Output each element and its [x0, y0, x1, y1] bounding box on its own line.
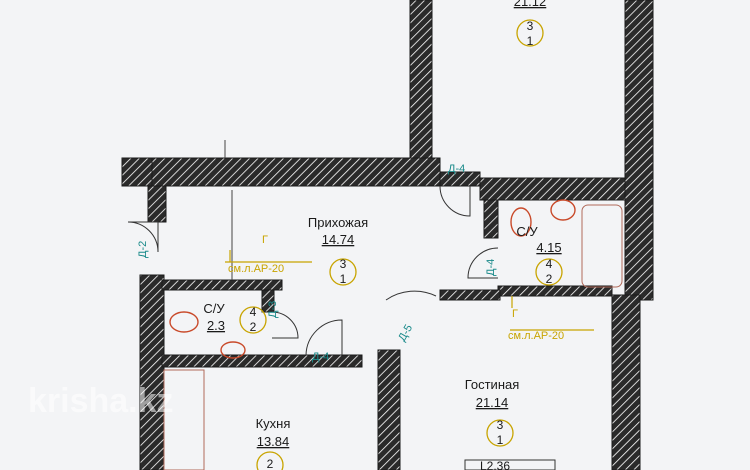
door-swings [127, 185, 499, 356]
living-code-top: 3 [497, 418, 504, 432]
room-circles [239, 19, 563, 470]
wc-big-area: 4.15 [536, 240, 561, 255]
wall-right-lower [611, 294, 641, 470]
wall-kitchen-right [377, 349, 401, 470]
wc-small-area: 2.3 [207, 318, 225, 333]
wc-big-code-bottom: 2 [546, 272, 553, 286]
wall-partition-mid [439, 171, 481, 187]
living-name: Гостиная [465, 377, 520, 392]
wall-left-small [147, 185, 167, 223]
marker-g2: Г [512, 308, 518, 320]
walls [121, 0, 654, 470]
door-d4b: Д-4 [485, 259, 497, 276]
hall-name: Прихожая [308, 215, 368, 230]
sink-small [220, 341, 246, 359]
top-room-code-top: 3 [527, 19, 534, 33]
wall-top-room-left [409, 0, 433, 173]
door-d4a: Д-4 [448, 163, 465, 175]
wall-hall-top [121, 157, 441, 187]
wc-big-name: С/У [516, 224, 538, 239]
toilet-small [169, 311, 199, 333]
top-room-area: 21.12 [514, 0, 547, 9]
wall-living-top-left [439, 289, 501, 301]
door-d4c: Д-4 [312, 351, 329, 363]
watermark: krisha.kz [28, 382, 174, 420]
hall-area: 14.74 [322, 232, 355, 247]
bathtub [581, 204, 623, 288]
hall-code-bottom: 1 [340, 272, 347, 286]
kitchen-area: 13.84 [257, 434, 290, 449]
top-room-code-bottom: 1 [527, 34, 534, 48]
bottom-label: L2.36 [480, 459, 510, 470]
toilet-big [510, 207, 532, 237]
hall-code-top: 3 [340, 257, 347, 271]
wc-big-code-top: 4 [546, 257, 553, 271]
wc-small-code-bottom: 2 [250, 320, 257, 334]
wall-bath-left [483, 199, 499, 239]
living-code-bottom: 1 [497, 433, 504, 447]
wall-right-outer [624, 0, 654, 301]
fixtures [169, 199, 576, 359]
wc-small-name: С/У [203, 301, 225, 316]
wall-wc-small-top [161, 279, 283, 291]
kitchen-code-top: 2 [267, 457, 274, 470]
door-d2: Д-2 [137, 241, 149, 258]
wc-small-code-top: 4 [250, 305, 257, 319]
wall-left-outer [139, 274, 165, 470]
kitchen-name: Кухня [256, 416, 291, 431]
marker-lines [225, 250, 594, 331]
thin-lines [163, 140, 623, 470]
living-area: 21.14 [476, 395, 509, 410]
kitchen-counter [163, 369, 205, 470]
marker-g2-ref: см.л.АР-20 [508, 330, 564, 342]
wall-hall-left-top [121, 157, 153, 187]
wall-bath-top [479, 177, 626, 201]
sink-big [550, 199, 576, 221]
marker-g1: Г [262, 234, 268, 246]
door-d3: Д-3 [267, 301, 279, 318]
wall-wc-small-bottom [161, 354, 363, 368]
wall-wc-small-right [261, 289, 275, 313]
marker-g1-ref: см.л.АР-20 [228, 263, 284, 275]
